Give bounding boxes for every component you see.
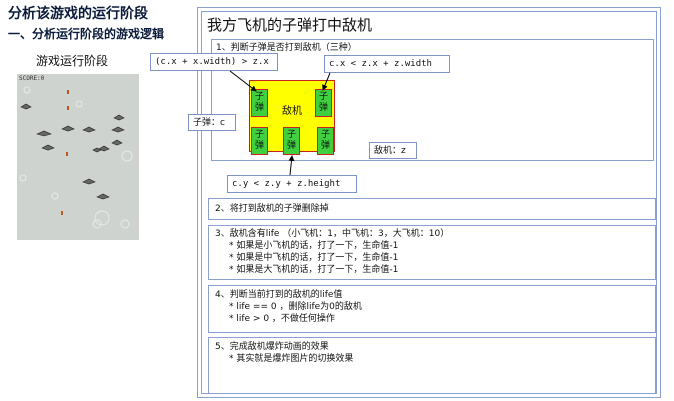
section-explosion: 5、完成敌机爆炸动画的效果 * 其实就是爆炸图片的切换效果 xyxy=(208,337,656,394)
section-1-heading: 1、判断子弹是否打到敌机（三种） xyxy=(216,43,357,53)
section-3-item: * 如果是中飞机的话，打了一下，生命值-1 xyxy=(229,253,399,263)
condition-callout-right: c.x < z.x + z.width xyxy=(324,55,450,73)
section-3-heading: 3、敌机含有life （小飞机：1，中飞机：3，大飞机：10） xyxy=(215,229,450,239)
game-screenshot: SCORE:0 xyxy=(17,74,139,240)
bullet-char: 子 xyxy=(318,92,328,102)
condition-callout-bottom: c.y < z.y + z.height xyxy=(227,175,357,193)
section-4-item: * life == 0 ，删除life为0的敌机 xyxy=(229,302,362,312)
page-title: 分析该游戏的运行阶段 xyxy=(8,6,148,22)
section-4-item: * life > 0 ，不做任何操作 xyxy=(229,314,335,324)
bullet-char: 子 xyxy=(286,130,296,140)
enemy-legend-label: 敌机：z xyxy=(369,142,417,159)
bullet-char: 弹 xyxy=(320,141,330,151)
bullet-box: 子弹 xyxy=(251,127,268,155)
bullet-char: 弹 xyxy=(318,103,328,113)
section-3-item: * 如果是小飞机的话，打了一下，生命值-1 xyxy=(229,241,399,251)
bullet-char: 子 xyxy=(254,92,264,102)
bullet-char: 子 xyxy=(320,130,330,140)
panel-title: 我方飞机的子弹打中敌机 xyxy=(207,16,373,34)
bullet-box: 子弹 xyxy=(317,127,334,155)
condition-callout-left: (c.x + x.width) > z.x xyxy=(150,53,278,71)
bullet-box: 子弹 xyxy=(251,89,268,117)
section-2-heading: 2、将打到敌机的子弹删除掉 xyxy=(215,204,329,214)
section-enemy-life: 3、敌机含有life （小飞机：1，中飞机：3，大飞机：10） * 如果是小飞机… xyxy=(208,225,656,280)
section-remove-bullet: 2、将打到敌机的子弹删除掉 xyxy=(208,198,656,220)
bullet-char: 子 xyxy=(254,130,264,140)
section-5-heading: 5、完成敌机爆炸动画的效果 xyxy=(215,342,329,352)
game-hud-score: SCORE:0 xyxy=(19,75,45,82)
bullet-box: 子弹 xyxy=(315,89,332,117)
bullet-legend-label: 子弹：c xyxy=(188,114,236,131)
bullet-box: 子弹 xyxy=(283,127,300,155)
outer-panel-frame xyxy=(197,7,661,398)
enemy-box-label: 敌机 xyxy=(282,106,302,117)
section-4-heading: 4、判断当前打到的敌机的life值 xyxy=(215,290,343,300)
bullet-char: 弹 xyxy=(286,141,296,151)
section-check-life: 4、判断当前打到的敌机的life值 * life == 0 ，删除life为0的… xyxy=(208,285,656,333)
section-3-item: * 如果是大飞机的话，打了一下，生命值-1 xyxy=(229,265,399,275)
game-scene-illustration xyxy=(19,86,133,229)
bullet-char: 弹 xyxy=(254,141,264,151)
bullet-char: 弹 xyxy=(254,103,264,113)
section-5-item: * 其实就是爆炸图片的切换效果 xyxy=(229,354,354,364)
section-subtitle: 一、分析运行阶段的游戏逻辑 xyxy=(8,27,165,41)
stage-label: 游戏运行阶段 xyxy=(36,54,109,68)
